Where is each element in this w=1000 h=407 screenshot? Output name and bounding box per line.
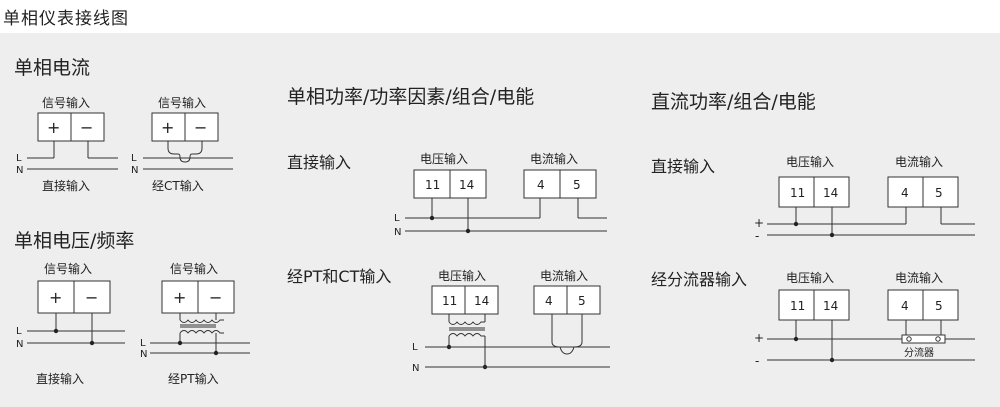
- terminal-4: 4: [545, 294, 553, 308]
- direct-input-label: 直接输入: [42, 178, 90, 193]
- pt-secondary-coil: [448, 321, 485, 325]
- direct-input-label: 直接输入: [36, 371, 84, 386]
- line-N-label: N: [16, 165, 23, 176]
- shunt-resistor: [901, 334, 946, 344]
- wiring-diagram: 单相电流 信号输入 + − L N 直接输入 信号输入 + − L N 经CT输…: [14, 57, 975, 386]
- pt-primary-coil: [448, 333, 485, 337]
- line-L-label: L: [16, 326, 22, 337]
- terminal-11: 11: [790, 299, 805, 313]
- current-input-label: 电流输入: [540, 268, 588, 283]
- current-input-label: 电流输入: [895, 154, 943, 169]
- signal-input-label: 信号输入: [170, 261, 218, 276]
- dc-plus-label: +: [754, 331, 764, 345]
- minus-terminal: −: [209, 288, 222, 307]
- terminal-11: 11: [790, 186, 805, 200]
- plus-terminal: +: [49, 288, 62, 307]
- via-ct-label: 经CT输入: [152, 178, 204, 193]
- voltage-input-label: 电压输入: [420, 151, 468, 166]
- dc-minus-label: -: [755, 229, 759, 243]
- current-input-label: 电流输入: [895, 270, 943, 285]
- terminal-4: 4: [901, 186, 909, 200]
- terminal-4: 4: [537, 178, 545, 192]
- terminal-14: 14: [823, 186, 838, 200]
- terminal-5: 5: [935, 299, 943, 313]
- terminal-14: 14: [459, 178, 474, 192]
- signal-input-label: 信号输入: [158, 95, 206, 110]
- signal-input-label: 信号输入: [44, 261, 92, 276]
- minus-terminal: −: [194, 118, 207, 137]
- ct-coil: [551, 341, 583, 355]
- direct-input-label: 直接输入: [287, 153, 351, 172]
- line-L-label: L: [131, 153, 137, 164]
- via-pt-label: 经PT输入: [168, 371, 219, 386]
- line-L-label: L: [16, 153, 22, 164]
- direct-input-label: 直接输入: [651, 157, 715, 176]
- via-shunt-label: 经分流器输入: [651, 270, 747, 289]
- current-input-label: 电流输入: [530, 151, 578, 166]
- voltage-input-label: 电压输入: [438, 268, 486, 283]
- plus-terminal: +: [47, 118, 60, 137]
- line-N-label: N: [16, 339, 23, 350]
- terminal-14: 14: [823, 299, 838, 313]
- single-voltage-title: 单相电压/频率: [14, 230, 134, 252]
- line-L-label: L: [412, 342, 418, 353]
- diagram-panel: 单相电流 信号输入 + − L N 直接输入 信号输入 + − L N 经CT输…: [0, 33, 1000, 407]
- line-N-label: N: [412, 363, 419, 374]
- terminal-5: 5: [578, 294, 586, 308]
- single-current-title: 单相电流: [14, 57, 90, 79]
- via-ptct-label: 经PT和CT输入: [287, 267, 391, 286]
- signal-input-label: 信号输入: [42, 95, 90, 110]
- line-L-label: L: [140, 338, 146, 349]
- plus-terminal: +: [161, 118, 174, 137]
- minus-terminal: −: [85, 288, 98, 307]
- voltage-input-label: 电压输入: [786, 154, 834, 169]
- plus-terminal: +: [173, 288, 186, 307]
- pt-primary-coil: [179, 330, 224, 334]
- terminal-14: 14: [474, 294, 489, 308]
- terminal-4: 4: [901, 299, 909, 313]
- page-title: 单相仪表接线图: [3, 9, 129, 29]
- terminal-11: 11: [425, 178, 440, 192]
- terminal-11: 11: [442, 294, 457, 308]
- pt-secondary-coil: [179, 319, 224, 323]
- line-N-label: N: [131, 165, 138, 176]
- dc-power-title: 直流功率/组合/电能: [651, 91, 816, 113]
- terminal-5: 5: [935, 186, 943, 200]
- line-L-label: L: [394, 213, 400, 224]
- shunt-label: 分流器: [904, 346, 934, 359]
- voltage-input-label: 电压输入: [786, 270, 834, 285]
- dc-minus-label: -: [755, 354, 759, 368]
- terminal-5: 5: [573, 178, 581, 192]
- minus-terminal: −: [80, 118, 93, 137]
- single-power-title: 单相功率/功率因素/组合/电能: [287, 86, 534, 108]
- line-N-label: N: [140, 349, 147, 360]
- line-N-label: N: [394, 227, 401, 238]
- dc-plus-label: +: [754, 216, 764, 230]
